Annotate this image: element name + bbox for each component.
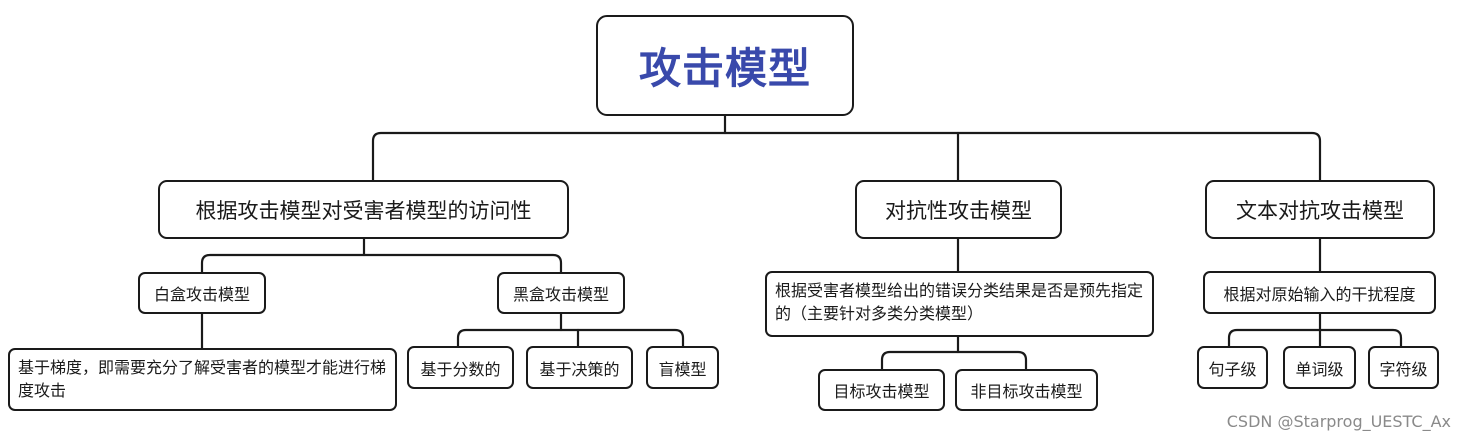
node-decision-based: 基于决策的	[526, 346, 633, 389]
node-sentence-level: 句子级	[1197, 346, 1268, 389]
connector-access-bus	[200, 253, 563, 274]
node-score-based: 基于分数的	[407, 346, 514, 389]
node-adversarial-branch-label: 对抗性攻击模型	[885, 198, 1032, 223]
node-decision-based-label: 基于决策的	[539, 359, 620, 379]
root-node: 攻击模型	[596, 15, 854, 116]
node-black-box: 黑盒攻击模型	[497, 272, 625, 314]
node-text-branch: 文本对抗攻击模型	[1205, 180, 1435, 239]
node-word-level-label: 单词级	[1295, 359, 1344, 379]
connector-adv-bus	[880, 350, 1028, 371]
node-score-based-label: 基于分数的	[420, 359, 501, 379]
node-untargeted-attack: 非目标攻击模型	[955, 369, 1098, 411]
node-char-level-label: 字符级	[1379, 359, 1428, 379]
node-blind-model: 盲模型	[646, 346, 719, 389]
node-black-box-label: 黑盒攻击模型	[512, 285, 609, 304]
node-sentence-level-label: 句子级	[1208, 359, 1257, 379]
node-adversarial-criterion-text: 根据受害者模型给出的错误分类结果是否是预先指定的（主要针对多类分类模型）	[775, 281, 1144, 323]
node-access-branch: 根据攻击模型对受害者模型的访问性	[158, 180, 569, 239]
watermark: CSDN @Starprog_UESTC_Ax	[1226, 412, 1451, 431]
node-access-branch-label: 根据攻击模型对受害者模型的访问性	[195, 198, 532, 223]
root-title: 攻击模型	[638, 44, 811, 93]
node-white-box: 白盒攻击模型	[138, 272, 266, 314]
node-text-branch-label: 文本对抗攻击模型	[1236, 198, 1404, 223]
connector-text-bus	[1227, 328, 1403, 348]
node-text-criterion-label: 根据对原始输入的干扰程度	[1223, 284, 1416, 304]
node-adversarial-branch: 对抗性攻击模型	[855, 180, 1062, 239]
node-word-level: 单词级	[1283, 346, 1356, 389]
connector-blackbox-bus	[456, 328, 685, 348]
node-targeted-attack: 目标攻击模型	[818, 369, 945, 411]
node-white-box-description: 基于梯度，即需要充分了解受害者的模型才能进行梯度攻击	[8, 348, 397, 411]
node-text-criterion: 根据对原始输入的干扰程度	[1203, 271, 1436, 314]
node-char-level: 字符级	[1368, 346, 1439, 389]
node-untargeted-attack-label: 非目标攻击模型	[970, 382, 1083, 401]
node-blind-model-label: 盲模型	[658, 359, 707, 379]
node-targeted-attack-label: 目标攻击模型	[833, 382, 930, 401]
connector-root-bus	[371, 131, 1322, 182]
node-white-box-description-text: 基于梯度，即需要充分了解受害者的模型才能进行梯度攻击	[18, 358, 387, 400]
node-adversarial-criterion: 根据受害者模型给出的错误分类结果是否是预先指定的（主要针对多类分类模型）	[765, 271, 1154, 337]
node-white-box-label: 白盒攻击模型	[153, 285, 250, 304]
